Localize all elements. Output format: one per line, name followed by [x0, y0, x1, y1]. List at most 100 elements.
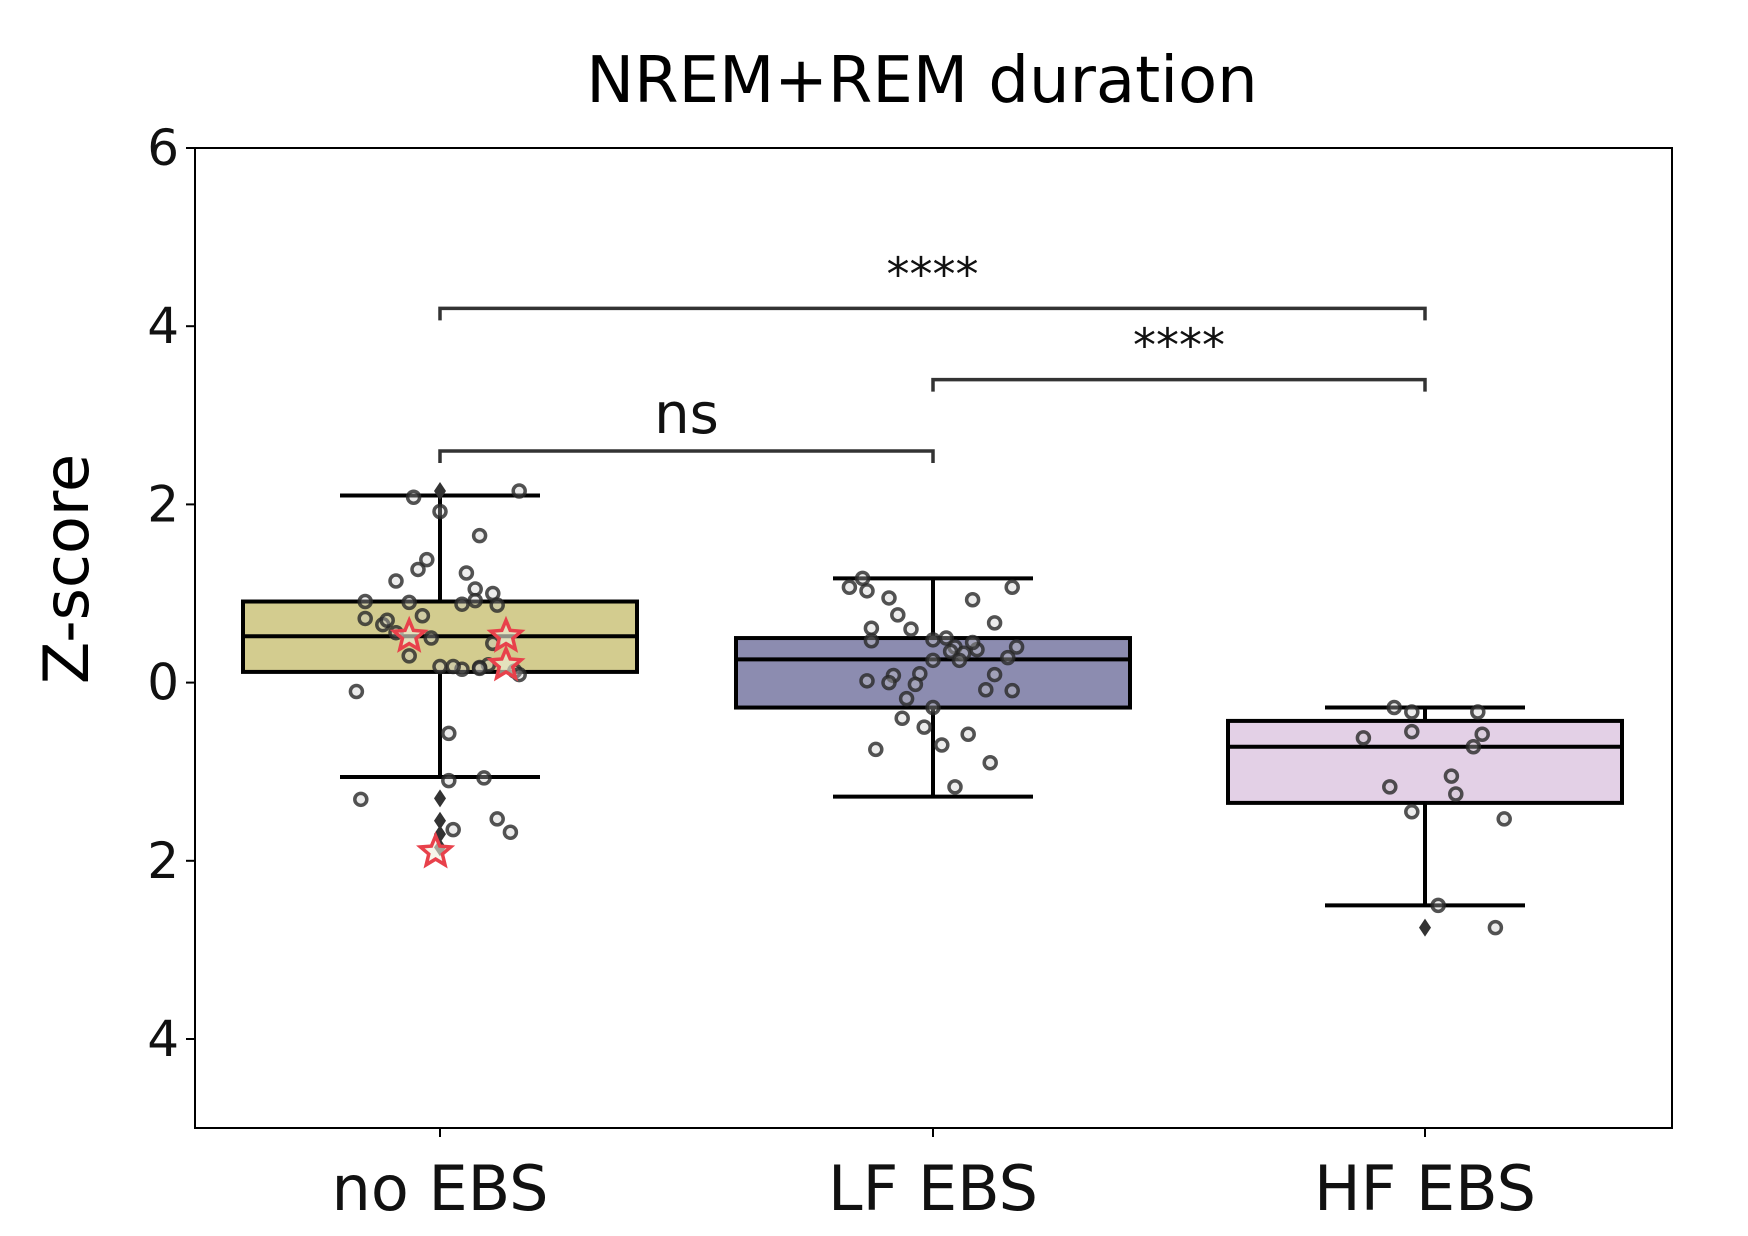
data-point [454, 596, 470, 612]
x-tick-label: no EBS [332, 1152, 549, 1225]
data-point [410, 561, 426, 578]
significance-bracket: **** [931, 319, 1427, 392]
data-point [401, 648, 417, 664]
data-point [881, 590, 897, 606]
data-point [894, 710, 910, 726]
data-point [1496, 811, 1512, 827]
data-point [401, 594, 417, 611]
highlight-star-point [486, 615, 526, 653]
bracket-line [438, 306, 1427, 321]
data-point [1404, 723, 1420, 740]
y-tick-label: 4 [147, 1010, 179, 1068]
data-point [859, 583, 875, 599]
data-point [964, 591, 981, 608]
data-point [476, 770, 492, 786]
data-point [1004, 682, 1020, 699]
data-point [859, 673, 875, 689]
data-point [388, 573, 404, 589]
y-tick-label: 2 [147, 832, 179, 890]
data-point [1004, 579, 1020, 596]
data-point [916, 719, 932, 735]
data-point [414, 608, 431, 624]
data-point [986, 615, 1003, 631]
data-point [982, 755, 998, 771]
data-point [960, 726, 976, 743]
data-point [357, 593, 373, 610]
data-point [471, 660, 488, 677]
outlier-marker [434, 482, 446, 501]
data-point [379, 612, 395, 628]
data-point [348, 683, 365, 700]
data-point [1470, 704, 1486, 720]
x-tick-label: HF EBS [1314, 1152, 1536, 1225]
highlight-star-point [389, 615, 429, 653]
data-point [1000, 649, 1016, 666]
data-point [458, 565, 475, 581]
data-point [868, 741, 884, 758]
data-point [925, 652, 941, 669]
data-point [1008, 639, 1025, 655]
data-point [1430, 897, 1446, 914]
significance-label: ns [654, 382, 719, 447]
box-hf-ebs [1226, 705, 1624, 937]
outlier-marker [434, 789, 446, 808]
data-point [432, 503, 448, 520]
data-point [1443, 768, 1460, 784]
y-axis-label: Z-score [30, 454, 103, 684]
data-point [934, 737, 950, 753]
data-point [419, 551, 435, 568]
data-point [863, 620, 880, 636]
data-point [423, 630, 439, 646]
y-tick-label: 0 [147, 654, 179, 712]
data-point [986, 666, 1003, 683]
data-point [1404, 704, 1420, 720]
data-point [854, 570, 871, 587]
data-point [471, 527, 488, 544]
data-point [489, 597, 505, 613]
data-point [357, 610, 373, 627]
data-point [489, 811, 505, 827]
data-point [511, 483, 527, 499]
highlight-star-point [486, 644, 526, 682]
data-point [947, 779, 963, 795]
data-point [964, 634, 981, 651]
data-point [890, 607, 906, 623]
data-point [907, 676, 924, 693]
data-point [1487, 919, 1504, 936]
bracket-line [438, 449, 935, 463]
highlight-star-point [416, 831, 456, 869]
data-point [445, 821, 461, 838]
data-point [925, 632, 941, 648]
data-point [903, 621, 919, 637]
data-point [432, 658, 448, 675]
data-point [445, 658, 461, 675]
significance-label: **** [1133, 319, 1225, 373]
data-point [898, 690, 915, 707]
data-point [353, 791, 369, 808]
data-point [1448, 786, 1464, 802]
data-point [951, 652, 968, 669]
box-iqr [734, 636, 1132, 710]
data-point [441, 772, 457, 789]
data-point [881, 674, 897, 691]
box-lf-ebs [734, 576, 1132, 799]
bracket-line [931, 377, 1427, 392]
data-point [978, 681, 994, 698]
data-point [1465, 739, 1482, 755]
data-point [467, 592, 483, 609]
data-point [441, 725, 457, 742]
y-tick-label: 2 [147, 475, 179, 533]
data-point [1474, 726, 1490, 743]
data-point [502, 824, 519, 841]
box-iqr [1226, 718, 1624, 805]
data-point [1382, 779, 1398, 795]
significance-bracket: **** [438, 247, 1427, 321]
outlier-marker [434, 811, 446, 830]
data-point [1355, 730, 1372, 746]
x-tick-label: LF EBS [828, 1152, 1038, 1225]
y-tick-label: 6 [147, 119, 179, 177]
significance-label: **** [887, 247, 979, 301]
significance-bracket: ns [438, 382, 935, 463]
data-point [1386, 699, 1402, 716]
